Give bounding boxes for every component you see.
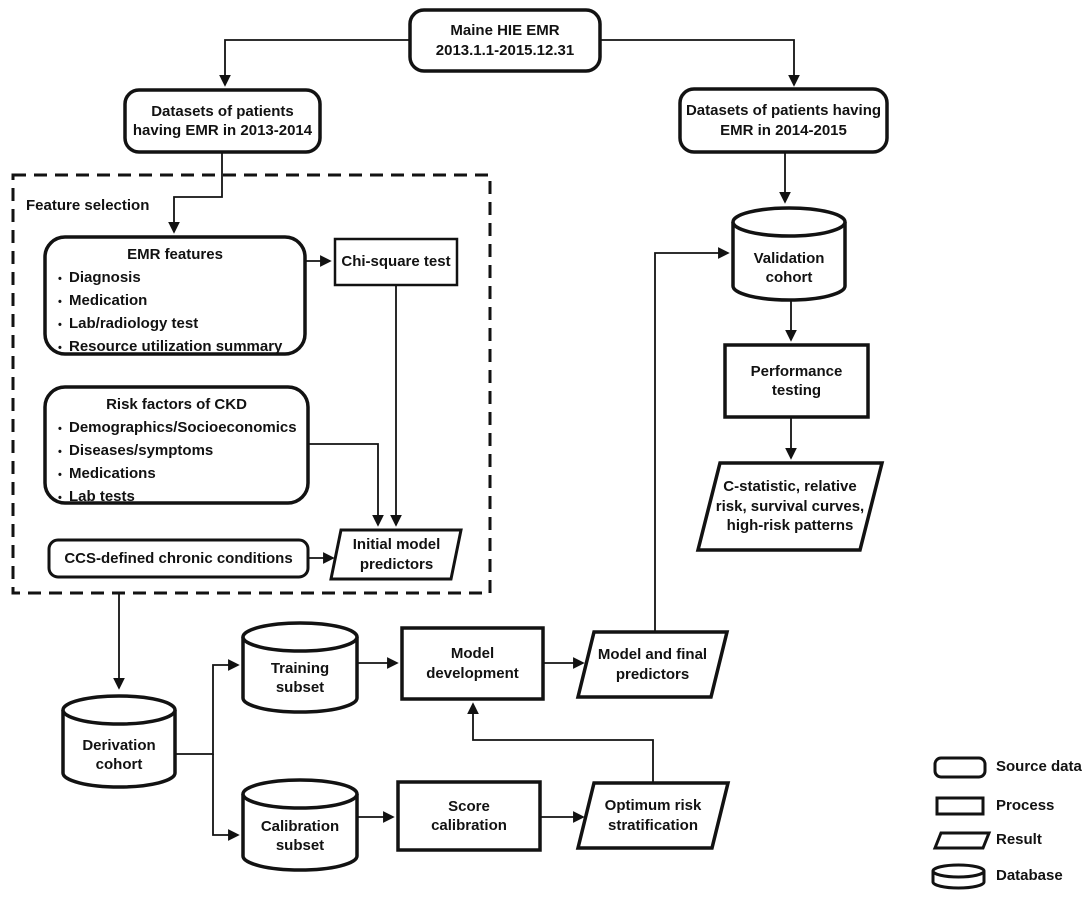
legend-process-label: Process [996, 797, 1055, 815]
list-item: Lab tests [45, 486, 308, 509]
bullet-icon [58, 464, 69, 486]
list-item: Resource utilization summary [45, 336, 305, 359]
dataset-2014-2015-shape [678, 87, 889, 154]
validation-cohort-label: Validation cohort [753, 249, 825, 287]
bullet-icon [58, 441, 69, 463]
legend-process-shape [935, 796, 985, 816]
legend-result-shape [932, 831, 992, 850]
connector-maine-to-dataset2014 [600, 39, 800, 87]
bullet-icon [58, 487, 69, 509]
risk-factors-item: Medications [69, 465, 156, 482]
emr-features-item: Medication [69, 292, 148, 309]
model-development-shape [400, 626, 545, 701]
risk-factors-shape [43, 385, 310, 505]
connector-final-predictors-to-validation [654, 247, 730, 632]
c-statistic-shape [695, 461, 885, 552]
legend-database-shape [931, 863, 986, 890]
list-item: Demographics/Socioeconomics [45, 417, 308, 440]
dataset-2014-2015-label: Datasets of patients having EMR in 2014-… [685, 102, 882, 139]
bullet-icon [58, 337, 69, 359]
connector-optimum-risk-to-model-development [467, 702, 654, 783]
chi-square-label: Chi-square test [341, 253, 451, 271]
connector-derivation-to-calibration [212, 754, 240, 841]
list-item: Lab/radiology test [45, 313, 305, 336]
list-item: Diseases/symptoms [45, 440, 308, 463]
legend-database-label: Database [996, 867, 1063, 885]
score-calibration-label: Score calibration [431, 797, 507, 835]
bullet-icon [58, 291, 69, 313]
legend-source-data-label: Source data [996, 758, 1082, 776]
emr-features-node: EMR features Diagnosis Medication Lab/ra… [45, 239, 305, 355]
calibration-subset-shape [241, 778, 359, 872]
performance-testing-shape [723, 343, 870, 419]
optimum-risk-label: Optimum risk stratification [604, 797, 702, 834]
connector-derivation-to-training [175, 659, 240, 755]
list-item: Medications [45, 463, 308, 486]
dataset-2013-2014-label: Datasets of patients having EMR in 2013-… [132, 102, 313, 140]
emr-features-item: Resource utilization summary [69, 338, 283, 355]
derivation-cohort-label: Derivation cohort [82, 736, 156, 774]
optimum-risk-shape [575, 781, 731, 850]
derivation-cohort-shape [61, 694, 177, 789]
feature-selection-dashed-box [11, 173, 492, 595]
initial-predictors-shape [329, 528, 463, 581]
emr-features-item: Diagnosis [69, 269, 141, 286]
model-final-predictors-label: Model and final predictors [597, 646, 708, 683]
feature-selection-label: Feature selection [26, 197, 150, 215]
bullet-icon [58, 268, 69, 290]
legend-source-data-shape [933, 756, 987, 779]
risk-factors-item: Demographics/Socioeconomics [69, 419, 297, 436]
list-item: Medication [45, 290, 305, 313]
training-subset-shape [241, 621, 359, 714]
model-development-label: Model development [426, 645, 519, 682]
risk-factors-title: Risk factors of CKD [106, 396, 247, 413]
c-statistic-label: C-statistic, relative risk, survival cur… [715, 478, 865, 535]
ccs-label: CCS-defined chronic conditions [64, 549, 293, 567]
list-item: Diagnosis [45, 267, 305, 290]
emr-features-shape [43, 235, 307, 356]
emr-features-title: EMR features [127, 246, 223, 263]
bullet-icon [58, 418, 69, 440]
score-calibration-shape [396, 780, 542, 852]
performance-testing-label: Performance testing [750, 362, 843, 400]
connector-risk-factors-to-initial-predictors [308, 443, 384, 527]
risk-factors-item: Lab tests [69, 488, 135, 505]
connector-dataset2013-to-emr-features [168, 152, 223, 234]
calibration-subset-label: Calibration subset [260, 817, 340, 855]
risk-factors-node: Risk factors of CKD Demographics/Socioec… [45, 389, 308, 505]
maine-hie-emr-label: Maine HIE EMR 2013.1.1-2015.12.31 [435, 22, 575, 59]
emr-features-item: Lab/radiology test [69, 315, 199, 332]
connector-lines [113, 39, 800, 841]
initial-predictors-label: Initial model predictors [352, 536, 441, 573]
bullet-icon [58, 314, 69, 336]
connector-maine-to-dataset2013 [219, 39, 410, 87]
validation-cohort-shape [731, 206, 847, 302]
model-final-predictors-shape [575, 630, 730, 699]
legend-result-label: Result [996, 831, 1042, 849]
training-subset-label: Training subset [270, 659, 330, 697]
risk-factors-item: Diseases/symptoms [69, 442, 214, 459]
